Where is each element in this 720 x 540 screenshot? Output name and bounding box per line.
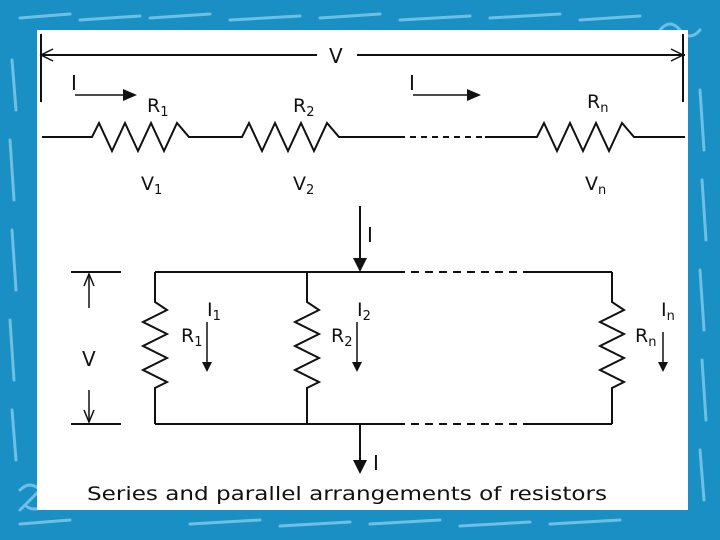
parallel-v-arrowhead-top — [83, 272, 95, 287]
series-current-label-right: I — [409, 71, 415, 95]
parallel-current-in-label: I — [367, 223, 373, 247]
parallel-v-arrowhead-bottom — [83, 409, 95, 424]
series-v2-label: V2 — [293, 173, 314, 198]
branch-1-resistor — [140, 272, 170, 424]
parallel-voltage-label: V — [82, 347, 96, 371]
branch-1-current-label: I1 — [207, 299, 221, 324]
branch-2-current-arrowhead — [352, 362, 362, 372]
branch-1-current-arrowhead — [202, 362, 212, 372]
series-r2-label: R2 — [293, 95, 314, 120]
current-in-arrowhead — [353, 258, 367, 272]
series-current-label-left: I — [71, 71, 77, 95]
series-v1-label: V1 — [141, 173, 162, 198]
current-out-arrowhead — [353, 460, 367, 474]
series-rn-label: Rn — [587, 91, 608, 116]
branch-n-resistor-label: Rn — [635, 325, 656, 350]
diagram-caption: Series and parallel arrangements of resi… — [87, 483, 607, 505]
branch-2-resistor-label: R2 — [331, 325, 352, 350]
voltage-arrowhead-right — [670, 48, 685, 62]
branch-n-resistor — [597, 272, 627, 424]
branch-n-current-label: In — [661, 299, 675, 324]
branch-1-resistor-label: R1 — [181, 325, 202, 350]
parallel-current-out-label: I — [373, 451, 379, 475]
circuit-diagram: V I I R1 R2 Rn V1 V2 Vn I I V I1 R1 I2 R… — [39, 34, 685, 505]
series-current-arrowhead-right — [467, 89, 481, 101]
series-current-arrowhead-left — [123, 89, 137, 101]
branch-2-current-label: I2 — [357, 299, 371, 324]
voltage-arrowhead-left — [39, 48, 54, 62]
series-total-voltage-label: V — [329, 44, 343, 68]
series-wire-right — [485, 120, 685, 154]
branch-n-current-arrowhead — [658, 362, 668, 372]
branch-2-resistor — [292, 272, 322, 424]
diagram-panel: V I I R1 R2 Rn V1 V2 Vn I I V I1 R1 I2 R… — [37, 30, 688, 510]
series-r1-label: R1 — [147, 95, 168, 120]
series-wire — [42, 120, 399, 154]
series-vn-label: Vn — [585, 173, 606, 198]
